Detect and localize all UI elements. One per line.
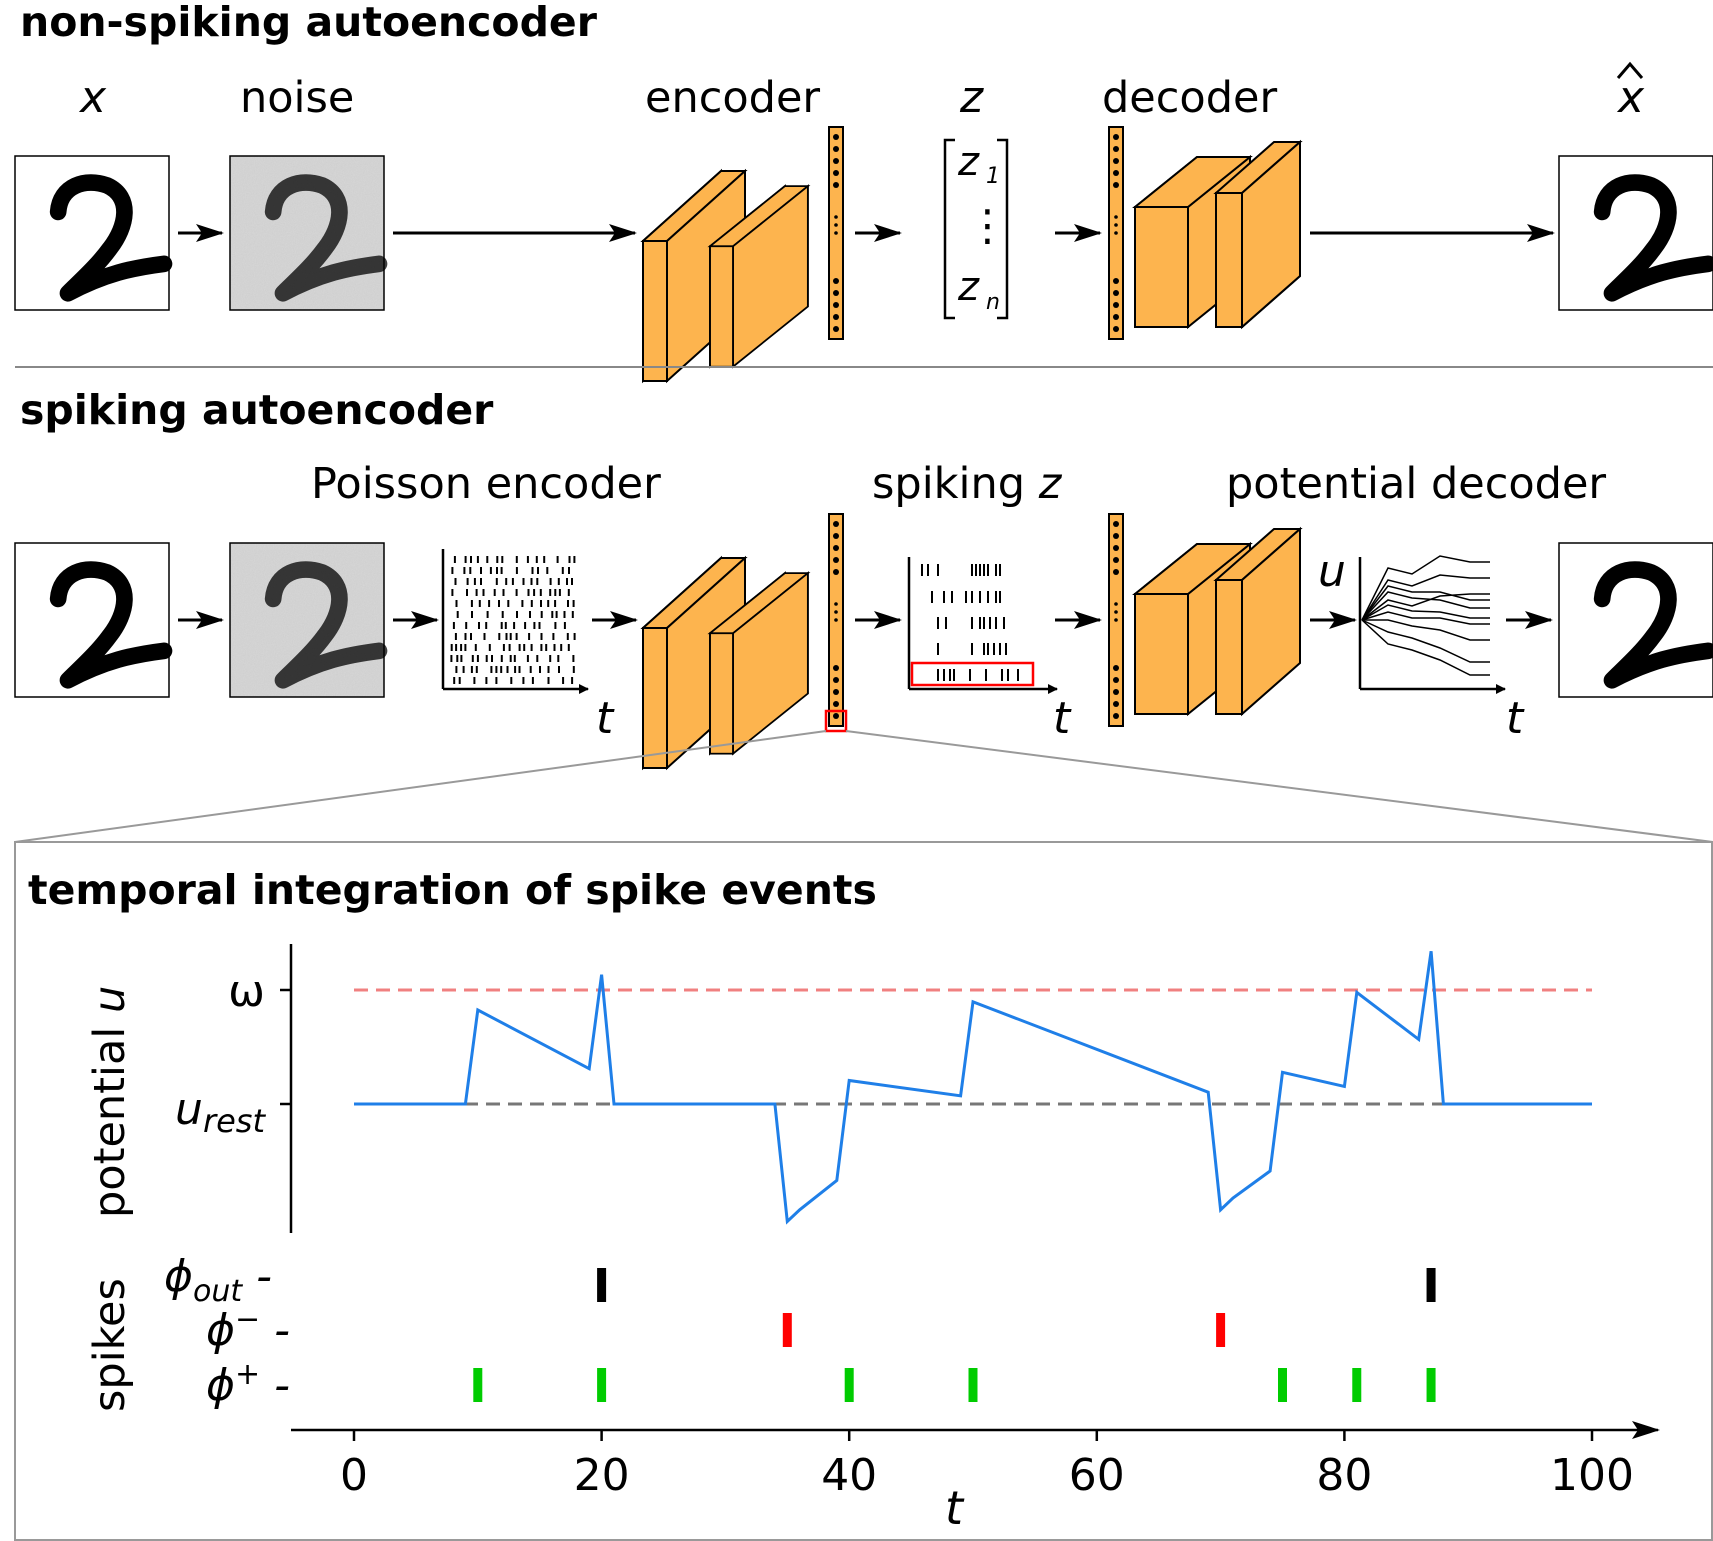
spiking-decoder-input-layer — [1108, 513, 1124, 727]
highlight-box — [824, 709, 848, 733]
x-tick-label: 60 — [1069, 1450, 1125, 1501]
potential-trace — [1361, 619, 1490, 676]
svg-text:z: z — [957, 264, 980, 310]
label-noise: noise — [240, 73, 354, 123]
label-decoder: decoder — [1102, 73, 1277, 123]
label-x-hat: x — [1616, 72, 1645, 123]
potential-chart: potential u spikes ω urest ϕout - ϕ− - ϕ… — [85, 944, 1660, 1535]
encoder-output-layer — [828, 126, 844, 340]
spiking-title: spiking autoencoder — [20, 386, 494, 434]
encoder-blocks — [642, 170, 809, 382]
integration-title: temporal integration of spike events — [28, 866, 877, 914]
spiking-decoder-blocks — [1132, 526, 1303, 717]
integration-panel — [14, 841, 1713, 1541]
label-x: x — [78, 72, 107, 123]
svg-text:n: n — [986, 290, 1000, 315]
svg-text:⋮: ⋮ — [966, 201, 1009, 251]
svg-text:z: z — [957, 139, 980, 185]
ylabel-potential: potential u — [85, 986, 135, 1218]
potential-trace — [1361, 585, 1490, 621]
latent-vector: z 1 ⋮ z n — [943, 138, 1009, 320]
label-potential-decoder: potential decoder — [1226, 459, 1606, 509]
decoder-blocks — [1132, 139, 1303, 330]
input-image-spiking — [14, 542, 169, 698]
noisy-image-spiking — [229, 542, 384, 698]
potential-trace — [1361, 604, 1490, 621]
svg-text:u: u — [1318, 546, 1346, 597]
spiking-z-raster: t — [907, 557, 1072, 744]
potential-trace — [1361, 619, 1490, 663]
label-z: z — [959, 72, 984, 123]
label-phi-plus: ϕ+ - — [206, 1357, 290, 1411]
label-phi-out: ϕout - — [164, 1251, 272, 1309]
potential-trace — [1361, 574, 1490, 621]
svg-text:1: 1 — [986, 164, 1000, 189]
label-spiking-z: spiking z — [872, 459, 1063, 509]
x-tick-label: 40 — [821, 1450, 877, 1501]
t-label: t — [1506, 693, 1525, 744]
x-tick-label: 100 — [1550, 1450, 1634, 1501]
noisy-image — [229, 155, 384, 311]
potential-trace — [1361, 555, 1490, 621]
potential-trace — [1361, 593, 1490, 621]
t-label: t — [596, 693, 615, 744]
zoom-line-left — [14, 730, 827, 843]
x-axis-label: t — [945, 1481, 965, 1535]
output-image-spiking — [1558, 542, 1713, 698]
label-encoder: encoder — [645, 73, 820, 123]
t-label: t — [1053, 693, 1072, 744]
potential-trace — [1361, 611, 1490, 625]
hat-icon — [1616, 61, 1644, 79]
output-image — [1558, 155, 1713, 311]
potential-trace — [1362, 619, 1490, 641]
x-tick-label: 20 — [574, 1450, 630, 1501]
label-phi-minus: ϕ− - — [206, 1302, 290, 1356]
x-tick-label: 80 — [1316, 1450, 1372, 1501]
decoder-input-layer — [1108, 126, 1124, 340]
potential-trace — [1361, 591, 1490, 621]
label-poisson-encoder: Poisson encoder — [311, 459, 661, 509]
input-image — [14, 155, 169, 311]
y-tick-label-omega: ω — [228, 966, 265, 1017]
y-tick-label-rest: urest — [175, 1084, 266, 1140]
ylabel-spikes: spikes — [85, 1278, 135, 1412]
zoom-line-right — [845, 730, 1713, 843]
x-tick-label: 0 — [340, 1450, 368, 1501]
potential-traces: u t — [1318, 546, 1525, 744]
potential-series — [354, 950, 1592, 1225]
spiking-encoder-output-layer — [824, 513, 848, 733]
non-spiking-title: non-spiking autoencoder — [20, 0, 598, 46]
poisson-raster: t — [441, 549, 615, 744]
